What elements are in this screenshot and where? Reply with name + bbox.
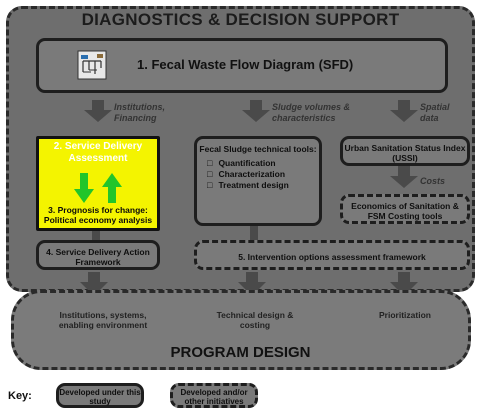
arrow-spatial bbox=[390, 100, 418, 122]
key-developed-this-study: Developed under this study bbox=[56, 383, 144, 408]
economics-costing-box: Economics of Sanitation & FSM Costing to… bbox=[340, 194, 470, 224]
arrow-label-spatial: Spatial data bbox=[420, 102, 450, 123]
program-item-prioritization: Prioritization bbox=[379, 310, 431, 320]
key-label: Key: bbox=[8, 390, 32, 402]
arrow-label-sludge: Sludge volumes & characteristics bbox=[272, 102, 351, 123]
sfd-label: 1. Fecal Waste Flow Diagram (SFD) bbox=[137, 57, 354, 72]
arrow-label-institutions: Institutions, Financing bbox=[114, 102, 165, 123]
connector-1 bbox=[92, 230, 100, 240]
service-delivery-assessment-box: 2. Service Delivery Assessment 3. Progno… bbox=[36, 136, 160, 231]
arrow-label-costs: Costs bbox=[420, 176, 446, 186]
service-delivery-title: 2. Service Delivery Assessment bbox=[53, 141, 143, 164]
arrow-program-2 bbox=[238, 272, 266, 296]
up-down-arrows-icon bbox=[74, 173, 122, 203]
arrow-program-1 bbox=[80, 272, 108, 296]
program-item-institutions: Institutions, systems, enabling environm… bbox=[58, 310, 148, 330]
arrow-program-3 bbox=[390, 272, 418, 296]
action-framework-box: 4. Service Delivery Action Framework bbox=[36, 240, 160, 270]
fecal-sludge-title: Fecal Sludge technical tools: bbox=[199, 144, 317, 154]
fecal-sludge-tools-box: Fecal Sludge technical tools: Quantifica… bbox=[194, 136, 322, 226]
fecal-sludge-tool-list: Quantification Characterization Treatmen… bbox=[207, 158, 319, 191]
program-item-technical: Technical design & costing bbox=[216, 310, 294, 330]
ussi-box: Urban Sanitation Status Index (USSI) bbox=[340, 136, 470, 166]
tool-item: Quantification bbox=[207, 158, 319, 169]
key-developed-other: Developed and/or other initiatives bbox=[170, 383, 258, 408]
program-design-title: PROGRAM DESIGN bbox=[170, 344, 311, 361]
arrow-costs bbox=[390, 166, 418, 188]
tool-item: Characterization bbox=[207, 169, 319, 180]
tool-item: Treatment design bbox=[207, 180, 319, 191]
arrow-sludge bbox=[242, 100, 270, 122]
arrow-institutions bbox=[84, 100, 112, 122]
sfd-box: 1. Fecal Waste Flow Diagram (SFD) bbox=[36, 38, 448, 93]
intervention-options-box: 5. Intervention options assessment frame… bbox=[194, 240, 470, 270]
program-design-panel bbox=[11, 290, 471, 370]
panel-title: DIAGNOSTICS & DECISION SUPPORT bbox=[81, 10, 400, 29]
political-economy-label: 3. Prognosis for change: Political econo… bbox=[43, 205, 153, 225]
flow-diagram-icon bbox=[77, 50, 107, 80]
